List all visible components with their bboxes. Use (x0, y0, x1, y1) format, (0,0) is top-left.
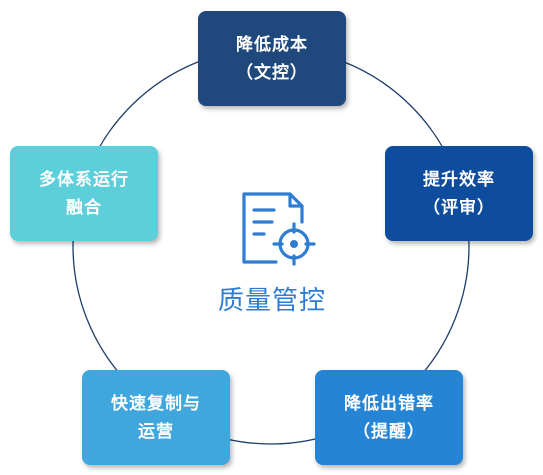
node-reduce-cost-line1: 降低成本 (236, 34, 308, 55)
node-reduce-error-rate[interactable]: 降低出错率 （提醒） (315, 370, 463, 465)
node-reduce-error-rate-line2: （提醒） (353, 421, 425, 442)
node-improve-efficiency[interactable]: 提升效率 （评审） (385, 146, 533, 241)
node-improve-efficiency-line1: 提升效率 (423, 169, 495, 190)
node-improve-efficiency-line2: （评审） (423, 197, 495, 218)
node-fast-replication-line1: 快速复制与 (111, 393, 201, 414)
node-reduce-error-rate-line1: 降低出错率 (344, 393, 434, 414)
node-multi-system-integration-line2: 融合 (66, 197, 102, 218)
document-target-icon (242, 192, 316, 266)
node-fast-replication[interactable]: 快速复制与 运营 (82, 370, 230, 465)
node-reduce-cost-line2: （文控） (236, 62, 308, 83)
node-fast-replication-line2: 运营 (138, 421, 174, 442)
node-multi-system-integration-line1: 多体系运行 (39, 169, 129, 190)
node-reduce-cost[interactable]: 降低成本 （文控） (198, 11, 346, 106)
center-title: 质量管控 (217, 286, 326, 316)
node-multi-system-integration[interactable]: 多体系运行 融合 (10, 146, 158, 241)
